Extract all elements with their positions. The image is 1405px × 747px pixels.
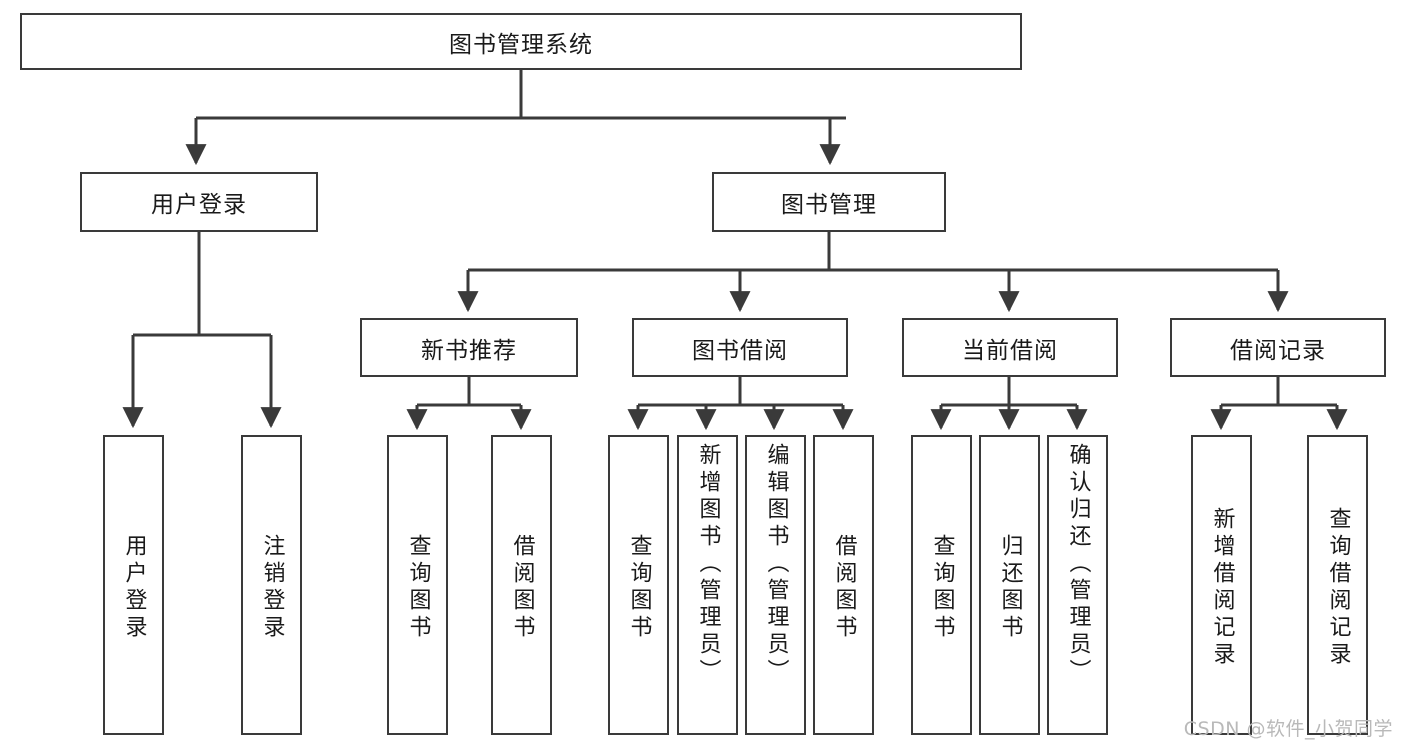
- node-current-borrow-label: 当前借阅: [962, 337, 1058, 364]
- node-leaf-borrow-book-1-label: 借阅图书: [509, 534, 535, 642]
- node-leaf-query-book-2-label: 查询图书: [626, 534, 652, 642]
- node-leaf-confirm-return[interactable]: 确认归还（管理员）: [1047, 435, 1108, 735]
- book-management-connectors: [457, 232, 1289, 313]
- node-leaf-user-login[interactable]: 用户登录: [103, 435, 164, 735]
- node-leaf-edit-book[interactable]: 编辑图书（管理员）: [745, 435, 806, 735]
- node-leaf-user-login-label: 用户登录: [121, 534, 147, 642]
- node-leaf-return-book-label: 归还图书: [997, 534, 1023, 642]
- book-borrow-connectors: [627, 377, 854, 431]
- node-leaf-logout-login[interactable]: 注销登录: [241, 435, 302, 735]
- node-leaf-logout-login-label: 注销登录: [259, 534, 285, 642]
- node-leaf-add-book-label: 新增图书（管理员）: [695, 443, 721, 686]
- node-new-book-recommend[interactable]: 新书推荐: [360, 318, 578, 377]
- node-leaf-borrow-book-2[interactable]: 借阅图书: [813, 435, 874, 735]
- node-leaf-borrow-book-1[interactable]: 借阅图书: [491, 435, 552, 735]
- node-borrow-record[interactable]: 借阅记录: [1170, 318, 1386, 377]
- node-leaf-borrow-book-2-label: 借阅图书: [831, 534, 857, 642]
- node-leaf-query-record[interactable]: 查询借阅记录: [1307, 435, 1368, 735]
- node-user-login[interactable]: 用户登录: [80, 172, 318, 232]
- node-leaf-query-book-2[interactable]: 查询图书: [608, 435, 669, 735]
- node-leaf-query-book-3-label: 查询图书: [929, 534, 955, 642]
- node-borrow-record-label: 借阅记录: [1230, 337, 1326, 364]
- node-leaf-return-book[interactable]: 归还图书: [979, 435, 1040, 735]
- node-leaf-query-book-1-label: 查询图书: [405, 534, 431, 642]
- node-root[interactable]: 图书管理系统: [20, 13, 1022, 70]
- node-leaf-query-record-label: 查询借阅记录: [1325, 507, 1351, 669]
- user-login-connectors: [122, 232, 282, 429]
- node-user-login-label: 用户登录: [151, 192, 247, 218]
- node-leaf-add-book[interactable]: 新增图书（管理员）: [677, 435, 738, 735]
- node-book-management-label: 图书管理: [781, 192, 877, 218]
- node-book-management[interactable]: 图书管理: [712, 172, 946, 232]
- node-leaf-query-book-1[interactable]: 查询图书: [387, 435, 448, 735]
- node-leaf-confirm-return-label: 确认归还（管理员）: [1065, 443, 1091, 686]
- node-book-borrow[interactable]: 图书借阅: [632, 318, 848, 377]
- root-connectors: [185, 70, 846, 166]
- node-leaf-query-book-3[interactable]: 查询图书: [911, 435, 972, 735]
- node-leaf-add-record[interactable]: 新增借阅记录: [1191, 435, 1252, 735]
- borrow-record-connectors: [1210, 377, 1348, 431]
- node-new-book-recommend-label: 新书推荐: [421, 337, 517, 364]
- node-leaf-add-record-label: 新增借阅记录: [1209, 507, 1235, 669]
- node-book-borrow-label: 图书借阅: [692, 337, 788, 364]
- node-current-borrow[interactable]: 当前借阅: [902, 318, 1118, 377]
- current-borrow-connectors: [930, 377, 1088, 431]
- node-leaf-edit-book-label: 编辑图书（管理员）: [763, 443, 789, 686]
- new-book-recommend-connectors: [406, 377, 532, 431]
- node-root-label: 图书管理系统: [449, 31, 593, 58]
